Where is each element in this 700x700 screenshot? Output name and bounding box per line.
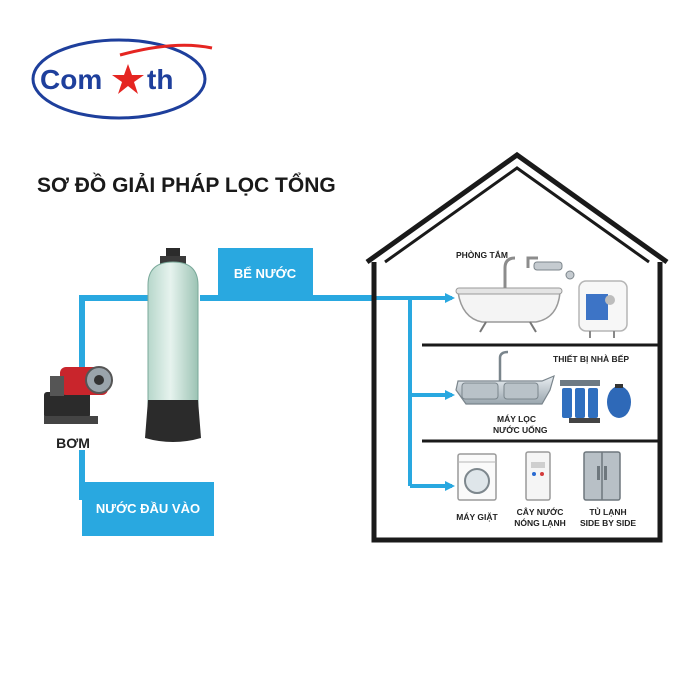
tank-box	[218, 248, 313, 296]
logo-ellipse	[31, 38, 207, 120]
filter-label-line1: MÁY LỌC	[497, 414, 536, 424]
house-roof-inner	[384, 166, 650, 264]
pipes	[79, 295, 374, 500]
water-heater-icon	[578, 280, 628, 338]
ro-filter-icon	[560, 380, 631, 423]
bathroom-label: PHÒNG TẮM	[456, 249, 508, 260]
pipe-pump-to-tank	[79, 295, 148, 367]
input-box	[82, 482, 214, 536]
tank-label: BỂ NƯỚC	[234, 266, 297, 281]
logo-star-icon	[112, 64, 144, 94]
input-label: NƯỚC ĐẦU VÀO	[96, 501, 200, 516]
pump-icon	[44, 366, 113, 424]
tank-label-box: BỂ NƯỚC	[218, 248, 313, 296]
house-outline	[365, 151, 669, 543]
kitchen-sink-icon	[455, 350, 555, 405]
filter-tank-icon	[145, 248, 201, 442]
filter-label-line2: NƯỚC UỐNG	[493, 424, 548, 435]
appliance-label-fridge-line1: TỦ LẠNH	[589, 506, 626, 517]
logo-text-right: th	[147, 64, 173, 95]
washing-machine-icon	[457, 453, 497, 501]
water-dispenser-icon	[525, 451, 551, 501]
appliance-label-dispenser-line2: NÓNG LẠNH	[514, 517, 565, 528]
house-roof	[365, 151, 669, 265]
input-label-box: NƯỚC ĐẦU VÀO	[82, 482, 214, 536]
appliance-label-fridge-line2: SIDE BY SIDE	[580, 518, 636, 528]
appliance-label-dispenser-line1: CÂY NƯỚC	[517, 506, 564, 517]
kitchen-label: THIẾT BỊ NHÀ BẾP	[553, 354, 629, 364]
logo-swoosh	[119, 43, 213, 57]
house-walls	[371, 262, 663, 543]
pump-label: BƠM	[56, 435, 90, 451]
bathtub-icon	[455, 256, 563, 333]
diagram-title: SƠ ĐỒ GIẢI PHÁP LỌC TỔNG	[37, 173, 336, 197]
shower-faucet-icon	[526, 256, 575, 280]
appliance-label-washer: MÁY GIẶT	[456, 512, 498, 522]
logo-text-left: Com	[40, 64, 102, 95]
house-pipes	[374, 293, 455, 491]
comath-logo: Com th	[31, 38, 213, 120]
refrigerator-icon	[583, 451, 621, 501]
